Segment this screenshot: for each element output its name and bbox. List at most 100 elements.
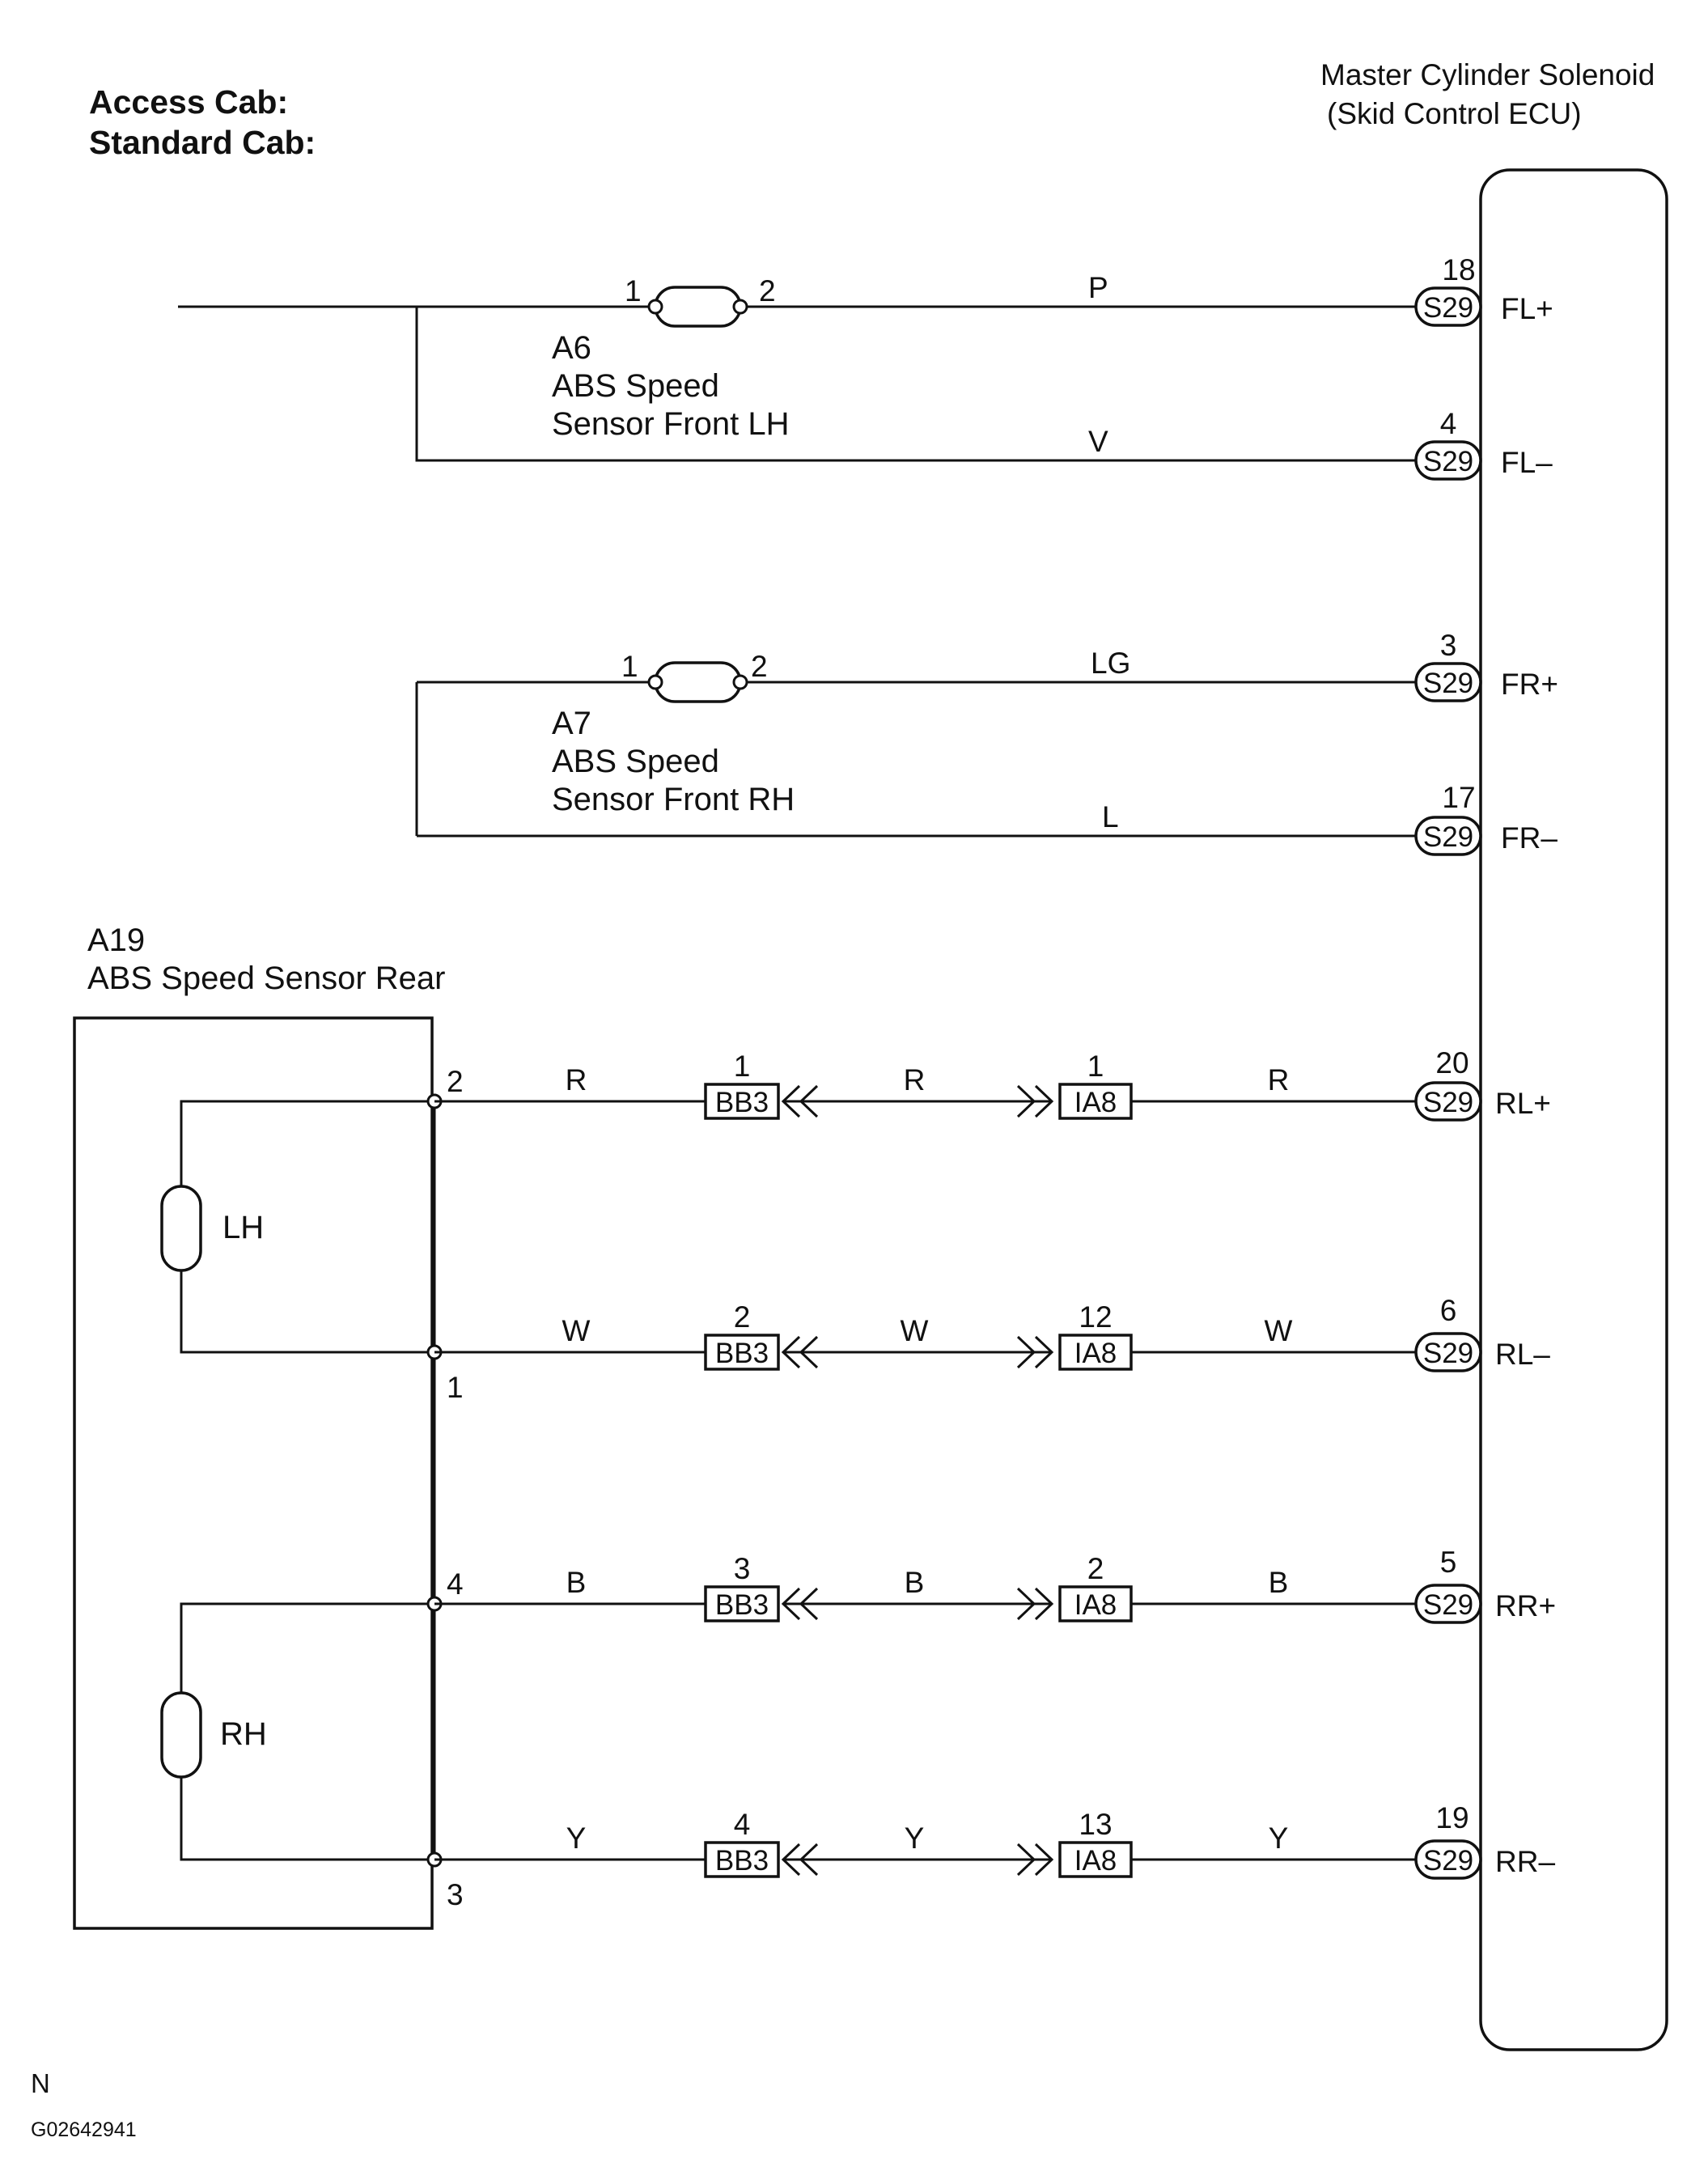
wire-color-3: Y <box>1269 1822 1289 1855</box>
front-rh-wire-plus: LG <box>1091 647 1130 680</box>
female-terminal-icon <box>781 1587 819 1621</box>
front-rh-pin2: 2 <box>751 650 768 683</box>
front-rh-circuit: 1 2 A7 ABS Speed Sensor Front RH LG L <box>415 647 1416 838</box>
front-lh-circuit: 1 2 A6 ABS Speed Sensor Front LH P V <box>178 271 1416 462</box>
s29-connector-fl-plus <box>1414 286 1482 327</box>
female-terminal-icon <box>781 1843 819 1877</box>
bb3-connector <box>704 1585 780 1622</box>
ecu-pin-fl-minus: 4 <box>1440 407 1457 440</box>
ecu-pin: 5 <box>1440 1546 1457 1579</box>
front-lh-wire-plus: P <box>1088 271 1108 304</box>
bb3-label: BB3 <box>715 1845 769 1877</box>
s29-label-fl-minus: S29 <box>1423 446 1473 477</box>
figure-code: G02642941 <box>31 2119 137 2141</box>
wire-color-2: W <box>901 1314 929 1347</box>
rear-lh-label: LH <box>223 1210 264 1245</box>
rear-rh-label: RH <box>220 1716 267 1752</box>
rear-sensor-box <box>73 1016 434 1930</box>
front-lh-wire-minus: V <box>1088 425 1108 458</box>
ia8-pin: 2 <box>1087 1552 1104 1585</box>
rear-circuit-rr-minus: Y Y Y BB3 4 IA8 13 S29 19 RR– <box>434 1801 1555 1880</box>
front-ecu-terminals: S29 18 FL+ S29 4 FL– S29 3 FR+ S29 17 FR… <box>1414 253 1558 856</box>
bb3-connector <box>704 1334 780 1371</box>
ecu-pin-fr-plus: 3 <box>1440 629 1457 662</box>
wire-color-1: R <box>566 1063 587 1096</box>
header-standard-cab: Standard Cab: <box>89 124 316 161</box>
s29-label-fr-plus: S29 <box>1423 668 1473 699</box>
signal-fr-plus: FR+ <box>1501 668 1558 701</box>
ia8-label: IA8 <box>1074 1845 1117 1877</box>
ecu-pin: 6 <box>1440 1294 1457 1327</box>
front-rh-pin1-dot <box>647 674 663 690</box>
front-rh-wire-minus: L <box>1102 800 1119 833</box>
bb3-label: BB3 <box>715 1589 769 1621</box>
ia8-label: IA8 <box>1074 1338 1117 1369</box>
wire-color-2: B <box>905 1566 925 1599</box>
front-rh-sensor-symbol <box>654 661 742 703</box>
wire-color-3: R <box>1268 1063 1290 1096</box>
s29-label: S29 <box>1423 1589 1473 1621</box>
bb3-pin: 3 <box>734 1552 751 1585</box>
front-rh-code: A7 <box>552 706 591 741</box>
s29-connector-fr-minus <box>1414 816 1482 856</box>
wire-color-1: B <box>566 1566 587 1599</box>
footer-mark: N <box>31 2068 50 2098</box>
wire-color-3: B <box>1269 1566 1289 1599</box>
front-lh-name2: Sensor Front LH <box>552 406 789 442</box>
wire-color-2: R <box>904 1063 926 1096</box>
ia8-pin: 12 <box>1079 1300 1112 1334</box>
male-terminal-icon <box>1016 1587 1054 1621</box>
bb3-pin: 4 <box>734 1808 751 1841</box>
bb3-label: BB3 <box>715 1087 769 1118</box>
rear-circuit-rl-plus: R R R BB3 1 IA8 1 S29 20 RL+ <box>434 1046 1551 1122</box>
s29-connector <box>1414 1332 1482 1372</box>
ecu-pin: 20 <box>1435 1046 1469 1079</box>
rear-sensor-name: ABS Speed Sensor Rear <box>87 961 445 996</box>
signal-fl-plus: FL+ <box>1501 292 1553 325</box>
rear-pin-4: 4 <box>447 1567 464 1601</box>
rear-lh-element <box>160 1185 202 1272</box>
s29-label-fr-minus: S29 <box>1423 821 1473 853</box>
front-rh-pin1: 1 <box>621 650 638 683</box>
ia8-connector <box>1058 1334 1133 1371</box>
rear-sensor: A19 ABS Speed Sensor Rear LH RH 2 1 4 3 <box>73 922 464 1930</box>
rear-pin-2: 2 <box>447 1065 464 1098</box>
rear-pin-1: 1 <box>447 1371 464 1404</box>
signal-label: RR+ <box>1495 1589 1556 1622</box>
signal-fl-minus: FL– <box>1501 446 1553 479</box>
signal-label: RL+ <box>1495 1087 1551 1120</box>
front-rh-name2: Sensor Front RH <box>552 782 795 817</box>
rear-circuit-rl-minus: W W W BB3 2 IA8 12 S29 6 RL– <box>434 1294 1550 1372</box>
s29-connector <box>1414 1081 1482 1122</box>
male-terminal-icon <box>1016 1843 1054 1877</box>
s29-label-fl-plus: S29 <box>1423 292 1473 324</box>
wire-color-2: Y <box>905 1822 925 1855</box>
signal-fr-minus: FR– <box>1501 821 1558 855</box>
front-lh-pin1: 1 <box>625 274 642 307</box>
s29-connector-fl-minus <box>1414 440 1482 481</box>
s29-label: S29 <box>1423 1338 1473 1369</box>
female-terminal-icon <box>781 1335 819 1369</box>
rear-lh-loop <box>180 1100 434 1354</box>
ia8-label: IA8 <box>1074 1087 1117 1118</box>
female-terminal-icon <box>781 1084 819 1118</box>
ecu-subname: (Skid Control ECU) <box>1327 97 1582 130</box>
ecu-pin-fl-plus: 18 <box>1442 253 1475 286</box>
front-lh-pin2: 2 <box>759 274 776 307</box>
s29-connector <box>1414 1584 1482 1624</box>
bb3-label: BB3 <box>715 1338 769 1369</box>
male-terminal-icon <box>1016 1084 1054 1118</box>
bb3-pin: 2 <box>734 1300 751 1334</box>
rear-circuit-rr-plus: B B B BB3 3 IA8 2 S29 5 RR+ <box>434 1546 1556 1624</box>
ecu-block <box>1479 168 1668 2051</box>
ia8-label: IA8 <box>1074 1589 1117 1621</box>
ia8-pin: 1 <box>1087 1050 1104 1083</box>
male-terminal-icon <box>1016 1335 1054 1369</box>
bb3-connector <box>704 1083 780 1120</box>
front-lh-pin2-dot <box>732 299 748 315</box>
s29-label: S29 <box>1423 1087 1473 1118</box>
s29-connector <box>1414 1839 1482 1880</box>
wire-color-3: W <box>1265 1314 1293 1347</box>
bb3-pin: 1 <box>734 1050 751 1083</box>
rear-rh-loop <box>180 1602 434 1861</box>
